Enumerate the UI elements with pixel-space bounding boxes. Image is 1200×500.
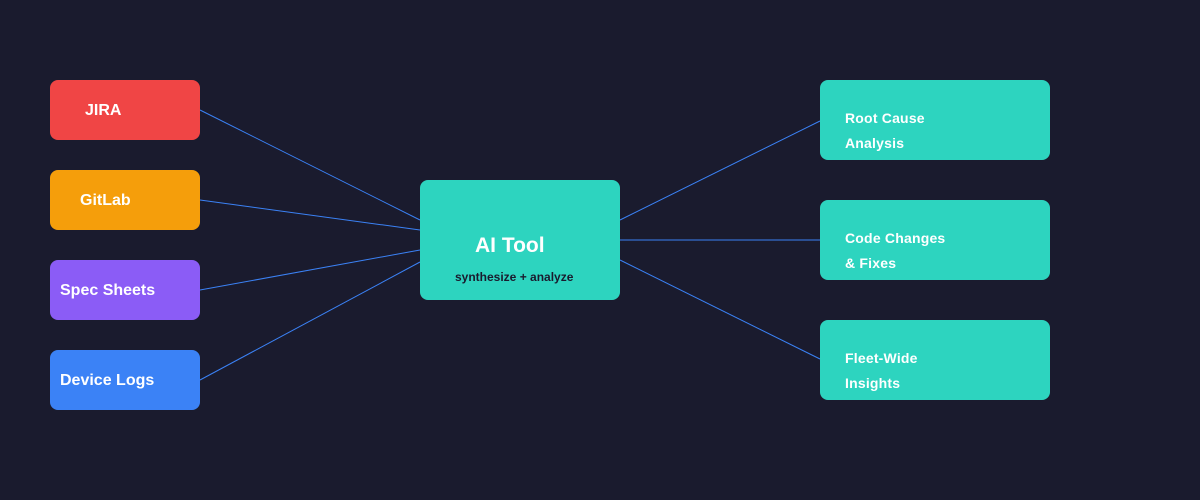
source-gitlab: GitLab [50, 170, 200, 230]
source-spec-sheets: Spec Sheets [50, 260, 200, 320]
output-code-changes-line2: & Fixes [845, 255, 897, 271]
output-root-cause-line2: Analysis [845, 135, 905, 151]
connector-device-logs-to-ai-tool [199, 261, 421, 381]
output-root-cause-line1: Root Cause [845, 110, 925, 126]
ai-tool-hub: AI Tool synthesize + analyze [420, 180, 620, 300]
connector-gitlab-to-ai-tool [199, 199, 421, 231]
output-fleet-wide-line1: Fleet-Wide [845, 350, 918, 366]
connector-spec-sheets-to-ai-tool [199, 249, 421, 291]
output-fleet-wide-line2: Insights [845, 375, 901, 391]
output-code-changes-line1: Code Changes [845, 230, 946, 246]
connector-ai-tool-to-root-cause [619, 120, 821, 221]
source-spec-sheets-label: Spec Sheets [60, 282, 156, 299]
ai-tool-title: AI Tool [475, 234, 545, 257]
ai-tool-subtitle: synthesize + analyze [455, 270, 574, 284]
output-fleet-wide-insights: Fleet-Wide Insights [820, 320, 1050, 400]
source-jira-label: JIRA [85, 102, 122, 119]
connector-jira-to-ai-tool [199, 109, 421, 221]
source-jira: JIRA [50, 80, 200, 140]
output-root-cause-analysis: Root Cause Analysis [820, 80, 1050, 160]
source-device-logs-label: Device Logs [60, 372, 155, 389]
source-device-logs: Device Logs [50, 350, 200, 410]
output-code-changes-fixes: Code Changes & Fixes [820, 200, 1050, 280]
connector-ai-tool-to-fleet-insights [619, 259, 821, 360]
source-gitlab-label: GitLab [80, 192, 131, 209]
